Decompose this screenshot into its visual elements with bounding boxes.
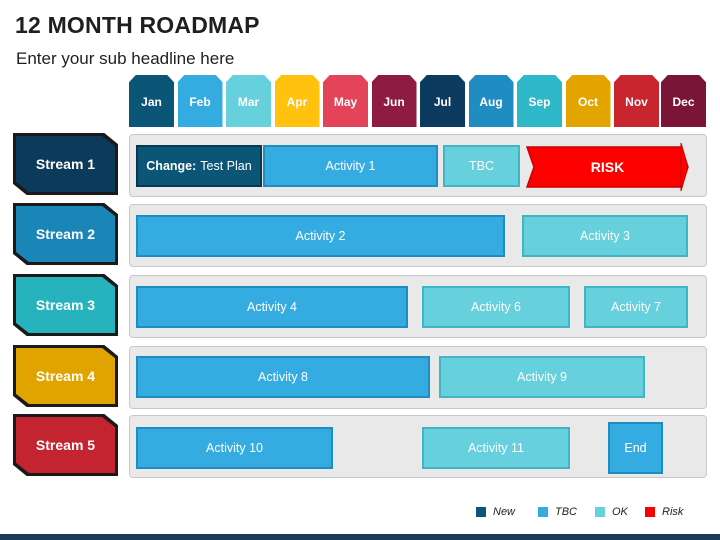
stream-1-label: Stream 1 (13, 133, 118, 195)
activity-9-bar[interactable]: Activity 9 (439, 356, 645, 398)
stream-5-label: Stream 5 (13, 414, 118, 476)
month-may: May (323, 75, 368, 127)
change-test-plan-bar[interactable]: Change: Test Plan (136, 145, 262, 187)
activity-10-bar[interactable]: Activity 10 (136, 427, 333, 469)
month-header: Jan Feb Mar Apr May Jun Jul Aug Sep Oct … (129, 75, 706, 127)
slide-subtitle: Enter your sub headline here (16, 49, 235, 68)
stream-4-label: Stream 4 (13, 345, 118, 407)
activity-2-bar[interactable]: Activity 2 (136, 215, 505, 257)
month-dec: Dec (661, 75, 706, 127)
legend-swatch-risk (645, 507, 655, 517)
legend-item-ok: OK (595, 506, 628, 518)
legend-label: OK (612, 506, 628, 518)
activity-3-bar[interactable]: Activity 3 (522, 215, 688, 257)
change-text-label: Test Plan (200, 159, 252, 173)
activity-11-bar[interactable]: Activity 11 (422, 427, 570, 469)
stream-label-text: Stream 4 (16, 348, 115, 404)
end-bar[interactable]: End (608, 422, 663, 474)
month-nov: Nov (614, 75, 659, 127)
legend-swatch-new (476, 507, 486, 517)
stream-3-label: Stream 3 (13, 274, 118, 336)
risk-label: RISK (590, 159, 625, 175)
legend-label: Risk (662, 506, 684, 518)
tbc-bar[interactable]: TBC (443, 145, 520, 187)
activity-1-bar[interactable]: Activity 1 (263, 145, 438, 187)
month-oct: Oct (565, 75, 611, 127)
activity-8-bar[interactable]: Activity 8 (136, 356, 430, 398)
legend-swatch-ok (595, 507, 605, 517)
activity-4-bar[interactable]: Activity 4 (136, 286, 408, 328)
stream-label-text: Stream 5 (16, 417, 115, 473)
change-bold-label: Change: (146, 159, 197, 173)
legend-swatch-tbc (538, 507, 548, 517)
legend-label: TBC (555, 506, 577, 518)
risk-arrow-shape (526, 142, 689, 192)
month-jul: Jul (420, 75, 465, 127)
month-aug: Aug (468, 75, 514, 127)
month-sep: Sep (517, 75, 562, 127)
activity-7-bar[interactable]: Activity 7 (584, 286, 688, 328)
month-jan: Jan (129, 75, 174, 127)
footer-bar (0, 534, 720, 540)
month-apr: Apr (274, 75, 320, 127)
stream-label-text: Stream 2 (16, 206, 115, 262)
slide-title: 12 MONTH ROADMAP (15, 12, 260, 38)
legend-label: New (493, 506, 516, 518)
legend: New TBC OK Risk (0, 506, 720, 524)
stream-label-text: Stream 3 (16, 277, 115, 333)
month-feb: Feb (177, 75, 223, 127)
legend-item-tbc: TBC (538, 506, 577, 518)
legend-item-new: New (476, 506, 515, 518)
stream-label-text: Stream 1 (16, 136, 115, 192)
risk-arrow[interactable]: RISK (526, 142, 689, 192)
stream-2-label: Stream 2 (13, 203, 118, 265)
month-jun: Jun (371, 75, 417, 127)
activity-6-bar[interactable]: Activity 6 (422, 286, 570, 328)
month-mar: Mar (226, 75, 271, 127)
legend-item-risk: Risk (645, 506, 683, 518)
